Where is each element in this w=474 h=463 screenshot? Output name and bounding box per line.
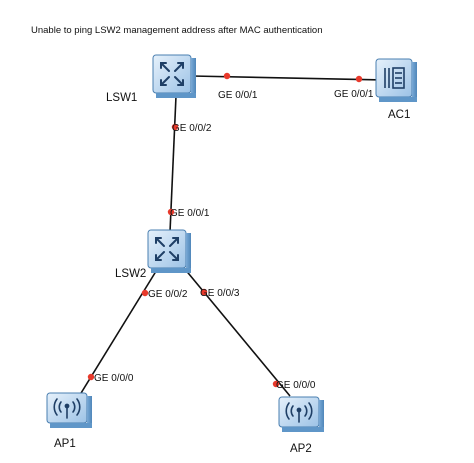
link-lsw2-ap2[interactable] bbox=[183, 267, 291, 397]
diagram-title: Unable to ping LSW2 management address a… bbox=[31, 25, 323, 36]
port-label-ap1-to-lsw2: GE 0/0/0 bbox=[94, 373, 134, 384]
port-label-lsw2-to-lsw1: GE 0/0/1 bbox=[170, 208, 210, 219]
port-dot-ap1-ge000 bbox=[87, 373, 95, 381]
port-label-lsw1-to-lsw2: GE 0/0/2 bbox=[172, 123, 212, 134]
port-dot-lsw2-ge001 bbox=[167, 208, 175, 216]
access-point-icon bbox=[278, 396, 324, 432]
device-ap2[interactable]: AP2 bbox=[278, 396, 324, 455]
links bbox=[77, 75, 385, 399]
access-point-icon bbox=[46, 392, 92, 428]
port-labels: GE 0/0/1 GE 0/0/1 GE 0/0/2 GE 0/0/1 GE 0… bbox=[94, 89, 374, 391]
port-dot-lsw2-ge002 bbox=[141, 289, 149, 297]
port-dot-lsw2-ge003 bbox=[200, 288, 208, 296]
device-label-ac1: AC1 bbox=[388, 109, 410, 121]
device-ac1[interactable]: AC1 bbox=[375, 58, 417, 121]
port-label-ap2-to-lsw2: GE 0/0/0 bbox=[276, 380, 316, 391]
device-label-lsw1: LSW1 bbox=[106, 92, 137, 104]
port-label-lsw2-to-ap1: GE 0/0/2 bbox=[148, 289, 188, 300]
device-label-lsw2: LSW2 bbox=[115, 268, 146, 280]
switch-icon bbox=[147, 229, 191, 273]
device-ap1[interactable]: AP1 bbox=[46, 392, 92, 450]
port-dot-lsw1-ge001 bbox=[223, 72, 231, 80]
access-controller-icon bbox=[375, 58, 417, 102]
port-dot-ap2-ge000 bbox=[272, 380, 280, 388]
device-lsw2[interactable]: LSW2 bbox=[115, 229, 191, 280]
device-label-ap1: AP1 bbox=[54, 438, 76, 450]
switch-icon bbox=[152, 54, 196, 98]
port-label-lsw2-to-ap2: GE 0/0/3 bbox=[200, 288, 240, 299]
device-lsw1[interactable]: LSW1 bbox=[106, 54, 196, 104]
port-dots bbox=[87, 72, 363, 388]
device-label-ap2: AP2 bbox=[290, 443, 312, 455]
link-lsw1-ac1[interactable] bbox=[191, 75, 385, 81]
port-dot-ac1-ge001 bbox=[355, 75, 363, 83]
port-label-lsw1-to-ac1: GE 0/0/1 bbox=[218, 90, 258, 101]
port-label-ac1-to-lsw1: GE 0/0/1 bbox=[334, 89, 374, 100]
port-dot-lsw1-ge002 bbox=[171, 123, 179, 131]
